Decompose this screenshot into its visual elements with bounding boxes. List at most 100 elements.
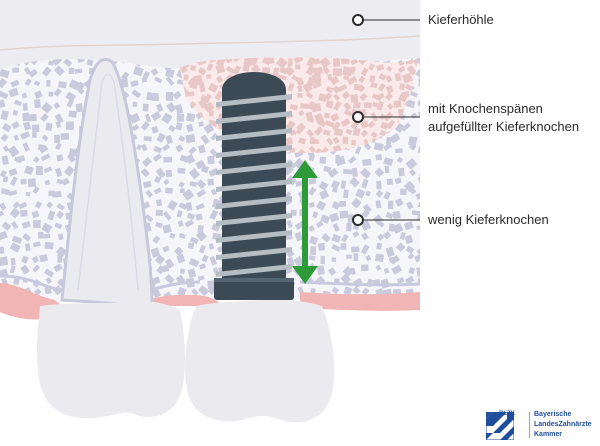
bone-chip bbox=[398, 167, 405, 177]
graft-chip bbox=[311, 103, 322, 113]
bone-chip bbox=[415, 67, 420, 78]
bone-chip bbox=[343, 189, 349, 199]
graft-chip bbox=[319, 57, 331, 69]
bone-chip bbox=[198, 121, 204, 127]
bone-chip bbox=[24, 78, 32, 86]
blzk-logo: BLZK Bayerische LandesZahnärzte Kammer bbox=[486, 410, 598, 442]
bone-chip bbox=[185, 134, 196, 143]
bone-chip bbox=[385, 211, 394, 220]
bone-chip bbox=[132, 66, 144, 77]
bone-chip bbox=[405, 158, 418, 170]
bone-chip bbox=[155, 209, 163, 217]
graft-chip bbox=[334, 128, 344, 137]
bone-chip bbox=[331, 187, 338, 193]
bone-chip bbox=[376, 219, 385, 228]
bone-chip bbox=[8, 190, 18, 196]
bone-chip bbox=[65, 121, 74, 130]
bone-chip bbox=[0, 188, 11, 196]
implant-crown bbox=[185, 299, 335, 423]
bone-chip bbox=[361, 178, 369, 189]
bone-chip bbox=[327, 267, 337, 276]
bone-chip bbox=[416, 246, 420, 257]
callout-dot-bone bbox=[352, 214, 364, 226]
bone-chip bbox=[352, 286, 361, 295]
bone-chip bbox=[10, 257, 16, 266]
bone-chip bbox=[185, 123, 194, 133]
graft-chip bbox=[324, 119, 335, 128]
graft-chip bbox=[359, 92, 368, 101]
bone-chip bbox=[392, 222, 404, 234]
callout-sinus bbox=[352, 14, 420, 26]
bone-chip bbox=[169, 232, 176, 239]
graft-chip bbox=[325, 100, 334, 109]
bone-chip bbox=[353, 253, 359, 261]
bone-chip bbox=[186, 112, 196, 122]
bone-chip bbox=[53, 263, 63, 273]
bone-chip bbox=[351, 246, 360, 253]
graft-chip bbox=[327, 73, 333, 81]
graft-chip bbox=[332, 57, 341, 67]
graft-chip bbox=[332, 136, 340, 145]
bone-chip bbox=[143, 136, 152, 142]
bone-chip bbox=[195, 203, 205, 211]
bone-chip bbox=[166, 101, 177, 113]
periosteum-left bbox=[0, 274, 201, 292]
bone-chip bbox=[323, 165, 332, 173]
implant-abutment bbox=[214, 278, 294, 300]
bone-chip bbox=[408, 267, 416, 275]
graft-chip bbox=[343, 102, 352, 111]
bone-chip bbox=[388, 223, 395, 232]
bone-chip bbox=[86, 58, 94, 67]
bone-chip bbox=[64, 165, 75, 177]
graft-chip bbox=[198, 82, 206, 93]
bone-chip bbox=[33, 99, 41, 109]
bone-chip bbox=[387, 200, 394, 210]
bone-chip bbox=[407, 253, 415, 260]
graft-chip bbox=[316, 118, 327, 128]
bone-chip bbox=[355, 188, 366, 199]
bone-chip bbox=[209, 243, 215, 250]
bone-chip bbox=[129, 112, 141, 124]
bone-chip bbox=[154, 254, 166, 265]
bone-chip bbox=[165, 76, 175, 86]
implant-thread bbox=[216, 94, 292, 107]
bone-chip bbox=[0, 133, 9, 142]
bone-chip bbox=[163, 211, 172, 221]
bone-chip bbox=[0, 202, 7, 211]
graft-chip bbox=[345, 128, 353, 136]
bone-chip bbox=[75, 81, 86, 92]
bone-chip bbox=[1, 123, 12, 133]
bone-chip bbox=[0, 169, 8, 178]
graft-chip bbox=[386, 119, 396, 130]
implant-thread bbox=[216, 179, 292, 192]
logo-abbreviation: BLZK bbox=[499, 411, 515, 417]
bone-chip bbox=[165, 169, 173, 178]
graft-chip bbox=[312, 81, 322, 89]
graft-chip bbox=[215, 63, 226, 74]
bone-chip bbox=[66, 153, 77, 163]
sinus-membrane bbox=[0, 35, 421, 51]
bone-chip bbox=[163, 156, 173, 163]
bone-chip bbox=[383, 142, 393, 152]
bone-chip bbox=[396, 277, 405, 284]
bone-chip bbox=[33, 80, 41, 87]
graft-chip bbox=[367, 120, 376, 129]
bone-chip bbox=[9, 265, 16, 274]
bone-chip bbox=[162, 245, 170, 253]
bone-chip bbox=[39, 145, 49, 154]
bone-chip bbox=[8, 168, 18, 177]
bone-chip bbox=[414, 253, 420, 263]
natural-tooth-crown bbox=[36, 300, 185, 419]
graft-chip bbox=[289, 103, 299, 111]
graft-chip bbox=[377, 82, 386, 92]
bone-chip bbox=[15, 155, 26, 163]
bone-chip bbox=[150, 247, 161, 258]
bone-chip bbox=[155, 199, 163, 207]
arrow-head-down bbox=[292, 266, 318, 284]
bone-chip bbox=[63, 58, 73, 67]
bone-chip bbox=[363, 142, 372, 151]
bone-chip bbox=[46, 79, 51, 87]
bone-chip bbox=[40, 153, 51, 162]
bone-chip bbox=[41, 222, 53, 234]
gum-middle bbox=[148, 294, 222, 306]
